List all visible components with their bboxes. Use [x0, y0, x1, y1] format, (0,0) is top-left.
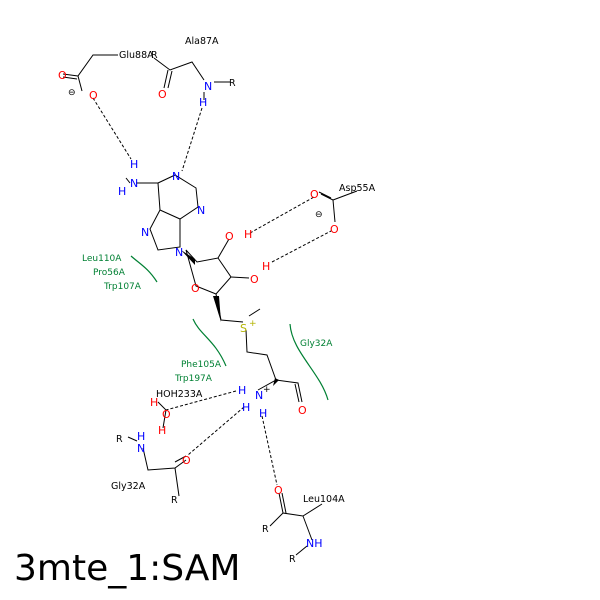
hydrophobic-label-pro56: Pro56A	[93, 268, 126, 278]
glu88-negative-charge: ⊖	[68, 88, 76, 98]
gly32-r-group-2: R	[171, 495, 178, 506]
hydroxyl-hydrogen-1: H	[244, 228, 252, 241]
gly32-oxygen: O	[182, 454, 191, 467]
adenine-n9: N	[175, 246, 183, 259]
ammonium-hydrogen-2: H	[242, 401, 250, 414]
adenine-n1: N	[172, 170, 180, 183]
asp55-negative-charge: ⊖	[315, 210, 323, 220]
leu104-amine: NH	[306, 537, 323, 550]
ammonium-hydrogen-1: H	[238, 384, 246, 397]
hydroxyl-oxygen-2: O	[250, 273, 259, 286]
amine-hydrogen-1: H	[130, 158, 138, 171]
adenine-n3: N	[197, 204, 205, 217]
adenine-n7: N	[141, 226, 149, 239]
leu104-r-group-2: R	[289, 554, 296, 565]
gly32-hydrogen: H	[137, 430, 145, 443]
hydroxyl-hydrogen-2: H	[262, 260, 270, 273]
residue-label-glu88: Glu88A	[119, 50, 154, 61]
gly32-nitrogen: N	[137, 442, 145, 455]
asp55-oxygen-1: O	[310, 188, 319, 201]
ammonium-charge: +	[263, 385, 271, 395]
wedge-bonds	[181, 250, 279, 386]
water-oxygen: O	[162, 408, 171, 421]
amine-nitrogen: N	[130, 177, 138, 190]
amine-hydrogen-2: H	[118, 185, 126, 198]
ala87-oxygen: O	[158, 88, 167, 101]
water-hydrogen-2: H	[158, 424, 166, 437]
ribose-ring-oxygen: O	[191, 282, 200, 295]
residue-label-leu104: Leu104A	[303, 494, 345, 505]
ala87-nitrogen: N	[204, 80, 212, 93]
residue-label-ala87: Ala87A	[185, 36, 219, 47]
asp55-oxygen-2: O	[330, 223, 339, 236]
ala87-r-group: R	[229, 78, 236, 89]
leu104-oxygen: O	[274, 484, 283, 497]
ammonium-nitrogen: N	[255, 389, 263, 402]
residue-label-asp55: Asp55A	[339, 183, 376, 194]
glu88-oxygen-1: O	[58, 69, 67, 82]
ala87-hydrogen: H	[199, 96, 207, 109]
ala87-r-group-top: R	[151, 50, 158, 61]
residue-label-hoh233: HOH233A	[156, 389, 203, 400]
hydrophobic-label-phe105: Phe105A	[181, 360, 222, 370]
water-hydrogen-1: H	[150, 396, 158, 409]
residue-label-gly32-lower: Gly32A	[111, 481, 146, 492]
sulfonium-sulfur: S	[240, 322, 247, 335]
hydrophobic-label-trp197: Trp197A	[174, 374, 213, 384]
covalent-bonds	[62, 54, 358, 556]
hydroxyl-oxygen-1: O	[225, 230, 234, 243]
carbonyl-oxygen: O	[298, 404, 307, 417]
ammonium-hydrogen-3: H	[259, 407, 267, 420]
hydrophobic-label-gly32: Gly32A	[300, 339, 333, 349]
gly32-r-group: R	[116, 434, 123, 445]
hydrophobic-contacts	[130, 255, 329, 401]
sulfonium-charge: +	[249, 319, 257, 329]
ligand-caption: 3mte_1:SAM	[14, 548, 241, 589]
hydrophobic-label-trp107: Trp107A	[103, 282, 142, 292]
hydrophobic-label-leu110: Leu110A	[82, 254, 122, 264]
hydrogen-bonds	[92, 97, 332, 486]
glu88-oxygen-2: O	[89, 89, 98, 102]
leu104-r-group-1: R	[262, 524, 269, 535]
